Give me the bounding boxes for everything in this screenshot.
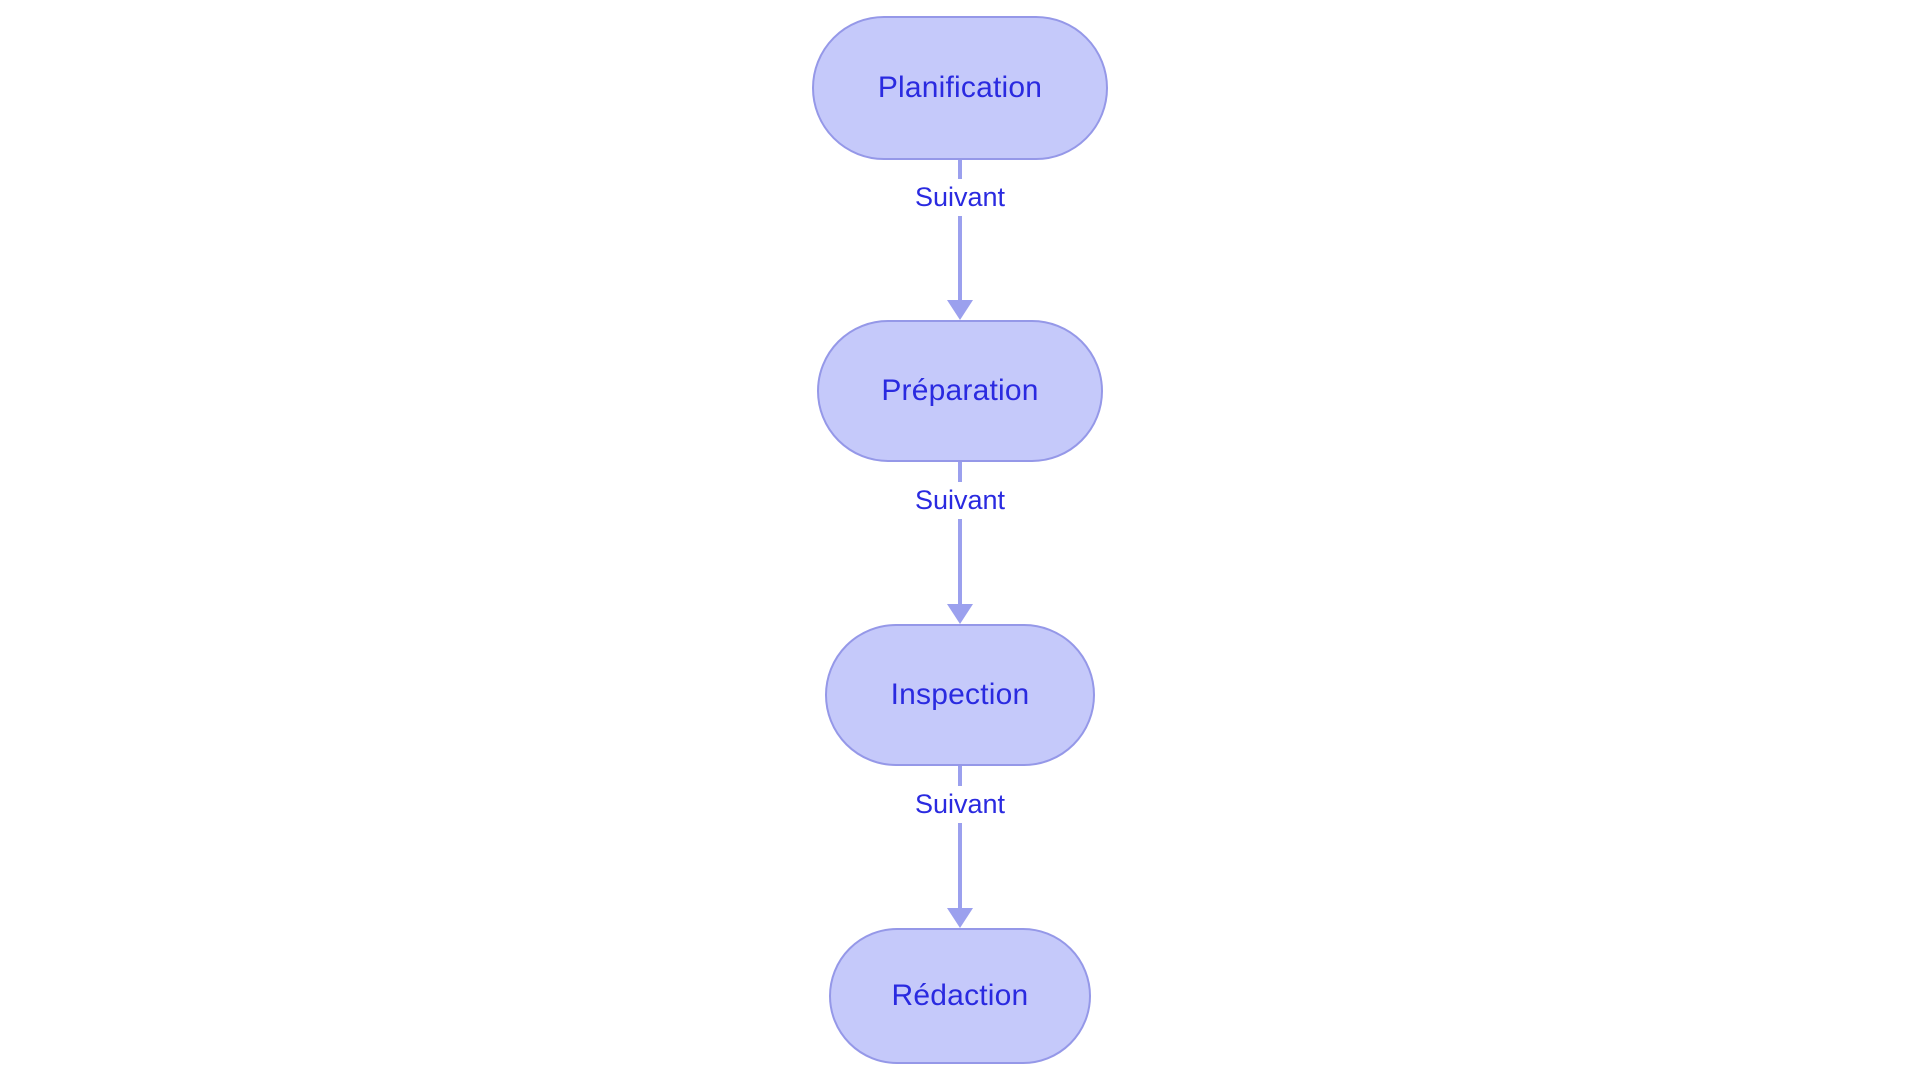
edge-label: Suivant [907,482,1013,519]
flow-node-label: Planification [877,71,1043,104]
edge-line [958,462,962,604]
flow-edge-preparation-to-inspection: Suivant [890,462,1030,624]
edge-label: Suivant [907,786,1013,823]
flow-edge-planification-to-preparation: Suivant [890,160,1030,320]
flow-node-inspection[interactable]: Inspection [825,624,1095,766]
flow-node-label: Inspection [890,678,1030,711]
flow-node-planification[interactable]: Planification [812,16,1108,160]
arrow-down-icon [947,300,973,320]
edge-label: Suivant [907,179,1013,216]
flow-node-redaction[interactable]: Rédaction [829,928,1091,1064]
edge-line [958,160,962,300]
arrow-down-icon [947,604,973,624]
flow-node-label: Préparation [881,374,1039,407]
arrow-down-icon [947,908,973,928]
flow-node-label: Rédaction [891,979,1029,1012]
flow-node-preparation[interactable]: Préparation [817,320,1103,462]
edge-line [958,766,962,908]
flow-edge-inspection-to-redaction: Suivant [890,766,1030,928]
